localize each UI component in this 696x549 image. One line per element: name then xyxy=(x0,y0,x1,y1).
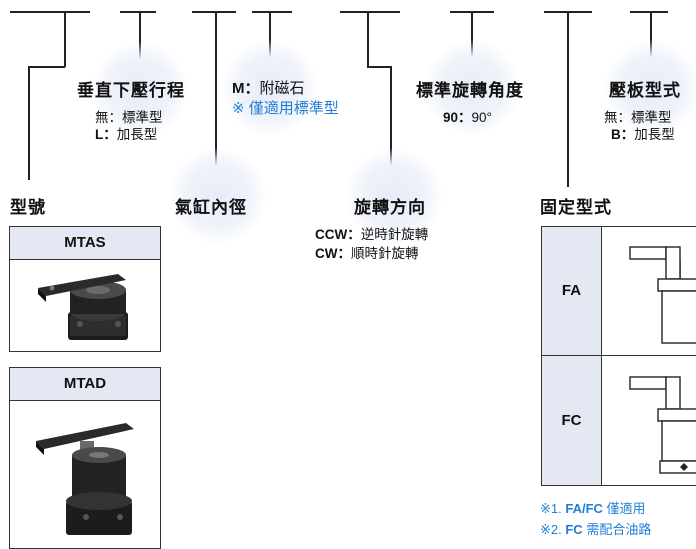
arm-option-code: B xyxy=(611,127,621,142)
top-bar-stroke xyxy=(120,11,156,13)
mounting-title: 固定型式 xyxy=(540,198,612,217)
rotation-angle-desc: 90° xyxy=(471,110,492,125)
rotation-direction-title: 旋轉方向 xyxy=(354,198,426,217)
stroke-option-code: L xyxy=(95,127,104,142)
mounting-code-fc: FC xyxy=(542,356,602,485)
connector-mounting xyxy=(567,11,569,187)
direction-code: CCW xyxy=(315,227,348,242)
top-bar-magnet xyxy=(252,11,292,13)
fa-mount-diagram xyxy=(629,246,696,344)
glow-stroke xyxy=(92,42,188,138)
model-card-mtad: MTAD xyxy=(9,367,161,549)
glow-magnet xyxy=(222,40,318,136)
glow-arm xyxy=(604,40,696,136)
connector-direction-h xyxy=(367,66,391,68)
rotation-angle-option: 90：90° xyxy=(443,110,492,125)
top-bar-direction xyxy=(340,11,400,13)
arm-option-code: 無 xyxy=(604,110,618,125)
bore-title: 氣缸內徑 xyxy=(175,198,247,217)
arm-option-standard: 無：標準型 xyxy=(604,110,672,125)
direction-desc: 逆時針旋轉 xyxy=(360,227,429,242)
connector-bore xyxy=(215,11,217,169)
top-bar-model xyxy=(10,11,90,13)
top-bar-bore xyxy=(192,11,236,13)
mounting-code-fa: FA xyxy=(542,227,602,355)
arm-option-long: B：加長型 xyxy=(611,127,675,142)
connector-direction-v2 xyxy=(390,66,392,166)
glow-bore xyxy=(170,148,266,244)
model-name: MTAD xyxy=(10,368,160,401)
mounting-note-2: ※2. FC 需配合油路 xyxy=(540,522,652,537)
stroke-option-standard: 無：標準型 xyxy=(95,110,163,125)
magnet-code: M xyxy=(232,80,245,97)
mtad-product-image xyxy=(36,423,134,535)
rotation-angle-title: 標準旋轉角度 xyxy=(416,81,524,100)
magnet-desc: 附磁石 xyxy=(259,80,305,97)
fc-mount-diagram xyxy=(629,376,696,474)
direction-desc: 順時針旋轉 xyxy=(351,246,419,261)
top-bar-arm xyxy=(630,11,668,13)
stroke-option-desc: 加長型 xyxy=(116,127,158,142)
connector-model-v1 xyxy=(64,11,66,67)
direction-code: CW xyxy=(315,246,338,261)
glow-angle xyxy=(424,40,520,136)
arm-option-desc: 加長型 xyxy=(634,127,675,142)
stroke-option-desc: 標準型 xyxy=(122,110,163,125)
stroke-length-title: 垂直下壓行程 xyxy=(77,81,185,100)
model-card-mtas: MTAS xyxy=(9,226,161,352)
clamp-arm-title: 壓板型式 xyxy=(609,81,681,100)
stroke-option-code: 無 xyxy=(95,110,109,125)
direction-option-ccw: CCW：逆時針旋轉 xyxy=(315,227,429,242)
arm-option-desc: 標準型 xyxy=(631,110,672,125)
model-title: 型號 xyxy=(10,198,46,217)
connector-direction-v1 xyxy=(367,11,369,67)
stroke-option-long: L：加長型 xyxy=(95,127,158,142)
connector-model-h xyxy=(28,66,65,68)
magnet-note: ※ 僅適用標準型 xyxy=(232,100,339,117)
mounting-note-1: ※1. FA/FC 僅適用 xyxy=(540,501,646,516)
direction-option-cw: CW：順時針旋轉 xyxy=(315,246,419,261)
mounting-table: FA FC xyxy=(541,226,696,486)
mounting-divider xyxy=(542,355,696,356)
magnet-option: M：附磁石 xyxy=(232,80,305,97)
mtas-product-image xyxy=(38,274,128,340)
connector-model-v2 xyxy=(28,66,30,180)
model-name: MTAS xyxy=(10,227,160,260)
rotation-angle-code: 90 xyxy=(443,110,459,125)
glow-direction xyxy=(346,148,442,244)
